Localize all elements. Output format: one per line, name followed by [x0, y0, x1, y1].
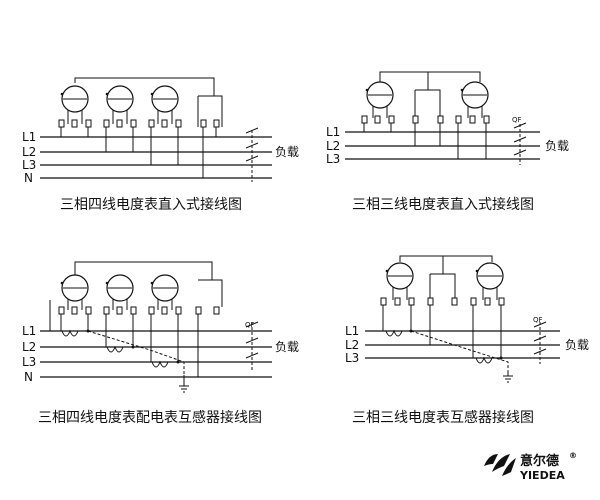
- diagram-3p4w-ct: QF L1: [22, 261, 299, 426]
- logo-registered: ®: [569, 451, 577, 460]
- label-l2: L2: [22, 340, 36, 354]
- label-n: N: [24, 370, 33, 384]
- label-l3: L3: [22, 158, 36, 172]
- diagram-3p4w-direct: L1 L2 L3 N 负载 三相四线电度表直入式接线图: [22, 77, 299, 213]
- label-l1: L1: [345, 324, 359, 338]
- caption: 三相四线电度表直入式接线图: [60, 196, 242, 213]
- diagram-3p3w-direct: QF L1 L2 L3 负载 三相三线电度表直入式接线图: [326, 71, 569, 213]
- logo-name-en: YIEDEA: [519, 469, 565, 482]
- ct-coil-2: [106, 345, 124, 353]
- logo-name-cn: 意尔德: [520, 453, 559, 469]
- label-load: 负载: [275, 340, 299, 354]
- ct-coil-1: [61, 329, 79, 337]
- label-l2: L2: [22, 145, 36, 159]
- label-switch: QF: [533, 316, 543, 324]
- logo-mark-icon: [484, 454, 516, 476]
- label-l3: L3: [22, 355, 36, 369]
- label-l1: L1: [22, 324, 36, 338]
- label-l3: L3: [326, 152, 340, 166]
- label-switch: QF: [512, 116, 522, 124]
- label-l2: L2: [326, 139, 340, 153]
- ct-coil-2: [475, 356, 493, 364]
- caption: 三相四线电度表配电表互感器接线图: [38, 409, 262, 426]
- label-l1: L1: [22, 130, 36, 144]
- label-load: 负载: [565, 338, 589, 352]
- label-l3: L3: [345, 351, 359, 365]
- label-l2: L2: [345, 338, 359, 352]
- caption: 三相三线电度表互感器接线图: [352, 409, 534, 426]
- ct-coil-1: [385, 329, 403, 337]
- caption: 三相三线电度表直入式接线图: [352, 196, 534, 213]
- label-n: N: [24, 171, 33, 185]
- brand-logo: 意尔德 ® YIEDEA: [484, 451, 577, 482]
- label-load: 负载: [545, 139, 569, 153]
- label-l1: L1: [326, 125, 340, 139]
- label-switch: QF: [245, 321, 255, 329]
- label-load: 负载: [275, 145, 299, 159]
- ct-coil-3: [151, 360, 169, 368]
- diagram-3p3w-ct: QF L1 L2 L3 负载 三相三线电度表互感器接线图: [345, 255, 589, 426]
